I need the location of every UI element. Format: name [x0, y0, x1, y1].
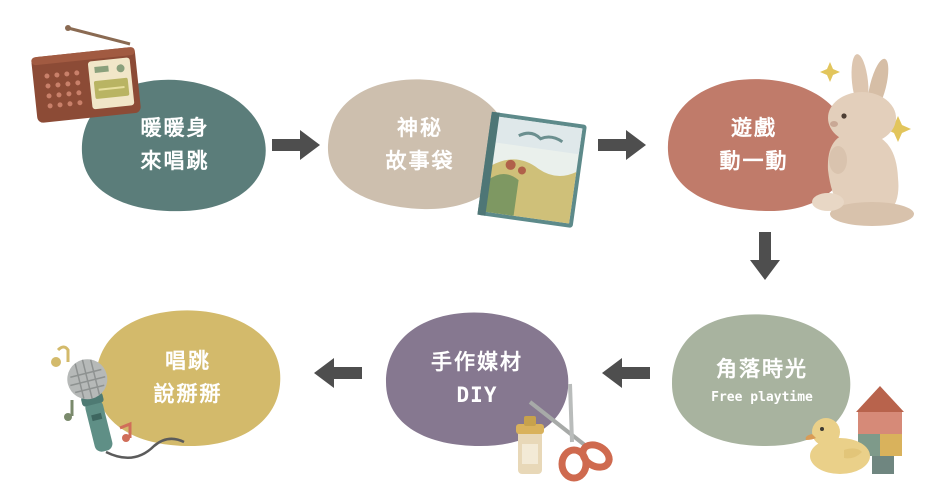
- step4-node: 角落時光 Free playtime: [670, 312, 854, 448]
- step5-label-line2: DIY: [456, 383, 498, 407]
- step3-node: 遊戲 動一動: [660, 75, 848, 215]
- step5-node: 手作媒材 DIY: [384, 310, 570, 448]
- rabbit-icon: [812, 54, 914, 226]
- duck-and-blocks-icon: [805, 386, 904, 474]
- step3-label-line1: 遊戲: [731, 116, 777, 140]
- arrow-right-2: [598, 130, 646, 160]
- step6-node: 唱跳 說掰掰: [94, 308, 282, 448]
- step6-blob-shape: [96, 310, 281, 446]
- step5-blob-shape: [386, 312, 569, 446]
- step2-node: 神秘 故事袋: [326, 75, 514, 215]
- step4-label-line1: 角落時光: [716, 356, 808, 381]
- step4-label-line2: Free playtime: [711, 389, 813, 405]
- step5-label-line1: 手作媒材: [431, 350, 523, 374]
- arrow-right-1: [272, 130, 320, 160]
- arrow-down: [750, 232, 780, 280]
- microphone-icon: [51, 345, 185, 459]
- radio-icon: [31, 25, 141, 123]
- step2-label-line2: 故事袋: [385, 149, 455, 173]
- step2-blob-shape: [327, 79, 511, 210]
- step1-label-line1: 暖暖身: [140, 116, 210, 140]
- step6-label-line2: 說掰掰: [153, 382, 223, 406]
- step1-label-line2: 來唱跳: [140, 149, 210, 173]
- step3-blob-shape: [667, 79, 850, 212]
- step3-label-line2: 動一動: [719, 149, 789, 173]
- step2-label-line1: 神秘: [397, 116, 443, 140]
- arrow-left-2: [314, 358, 362, 388]
- step4-blob-shape: [672, 314, 851, 446]
- step6-label-line1: 唱跳: [165, 349, 211, 373]
- arrow-left-1: [602, 358, 650, 388]
- scissors-and-glue-icon: [516, 383, 613, 482]
- step1-node: 暖暖身 來唱跳: [80, 75, 270, 215]
- picture-book-icon: [477, 111, 587, 228]
